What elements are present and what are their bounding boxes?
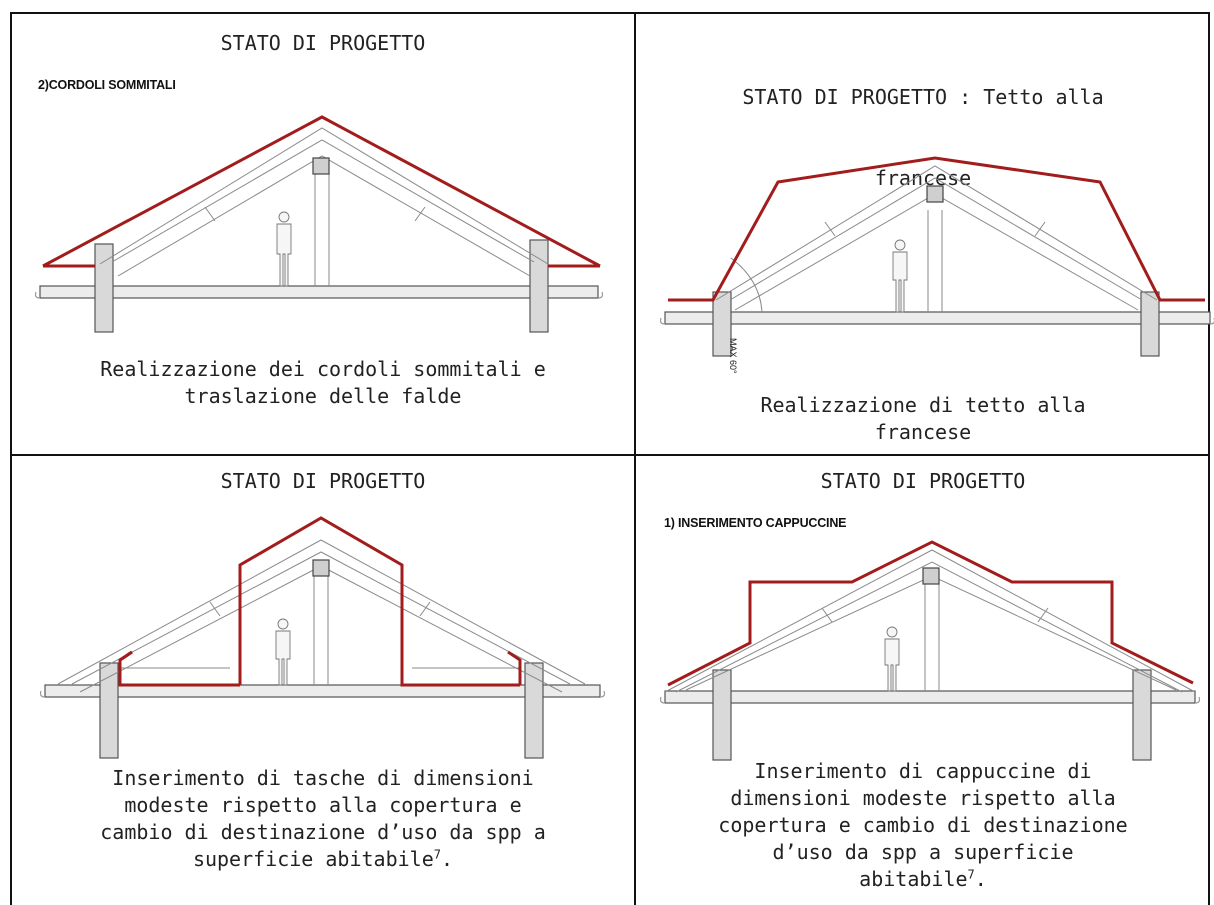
footnote-marker: 7: [967, 867, 975, 882]
caption-line: Inserimento di tasche di dimensioni: [112, 766, 534, 790]
table-frame: [10, 12, 1210, 905]
human-scale-figure: [884, 626, 900, 692]
panel-title: STATO DI PROGETTO: [820, 469, 1026, 493]
caption-line: Realizzazione dei cordoli sommitali e: [100, 357, 546, 381]
caption-line: traslazione delle falde: [184, 384, 462, 408]
caption-text: superficie abitabile: [192, 847, 434, 871]
caption-line: Realizzazione di tetto alla: [760, 393, 1086, 417]
caption-text: abitabile: [859, 867, 968, 891]
caption-end: .: [441, 847, 454, 871]
panel-caption: Inserimento di cappuccine di dimensioni …: [636, 758, 1210, 893]
panel-title: STATO DI PROGETTO: [220, 31, 426, 55]
human-scale-figure: [276, 211, 292, 287]
human-scale-figure: [892, 239, 908, 313]
title-line: STATO DI PROGETTO : Tetto alla: [742, 85, 1104, 109]
panel-title: STATO DI PROGETTO: [220, 469, 426, 493]
mansard-roof-line: [668, 156, 1205, 302]
caption-line: d’uso da spp a superficie: [772, 840, 1074, 864]
caption-line: copertura e cambio di destinazione: [718, 813, 1128, 837]
caption-line: cambio di destinazione d’uso da spp a: [100, 820, 546, 844]
caption-line: francese: [874, 420, 972, 444]
caption-line: abitabile7.: [636, 866, 1210, 893]
column-divider: [634, 12, 636, 905]
row-divider: [10, 454, 1210, 456]
panel-caption: Inserimento di tasche di dimensioni mode…: [12, 765, 634, 873]
caption-line: Inserimento di cappuccine di: [754, 759, 1092, 783]
caption-line: modeste rispetto alla copertura e: [124, 793, 522, 817]
caption-line: superficie abitabile7.: [12, 846, 634, 873]
panel-caption: Realizzazione dei cordoli sommitali e tr…: [12, 356, 634, 410]
footnote-marker: 7: [433, 847, 441, 862]
pocket-line-right: [507, 650, 522, 685]
caption-line: dimensioni modeste rispetto alla: [730, 786, 1116, 810]
panel-caption: Realizzazione di tetto alla francese: [636, 392, 1210, 446]
panel-subtitle: 1) INSERIMENTO CAPPUCCINE: [664, 516, 847, 530]
new-roof-line: [42, 115, 601, 268]
panel-subtitle: 2)CORDOLI SOMMITALI: [38, 78, 176, 92]
raised-roof-line: [238, 516, 520, 687]
dormer-roof-line: [667, 540, 1194, 687]
panel-title: STATO DI PROGETTO : Tetto alla francese: [636, 30, 1210, 246]
human-scale-figure: [275, 618, 291, 686]
caption-end: .: [974, 867, 987, 891]
